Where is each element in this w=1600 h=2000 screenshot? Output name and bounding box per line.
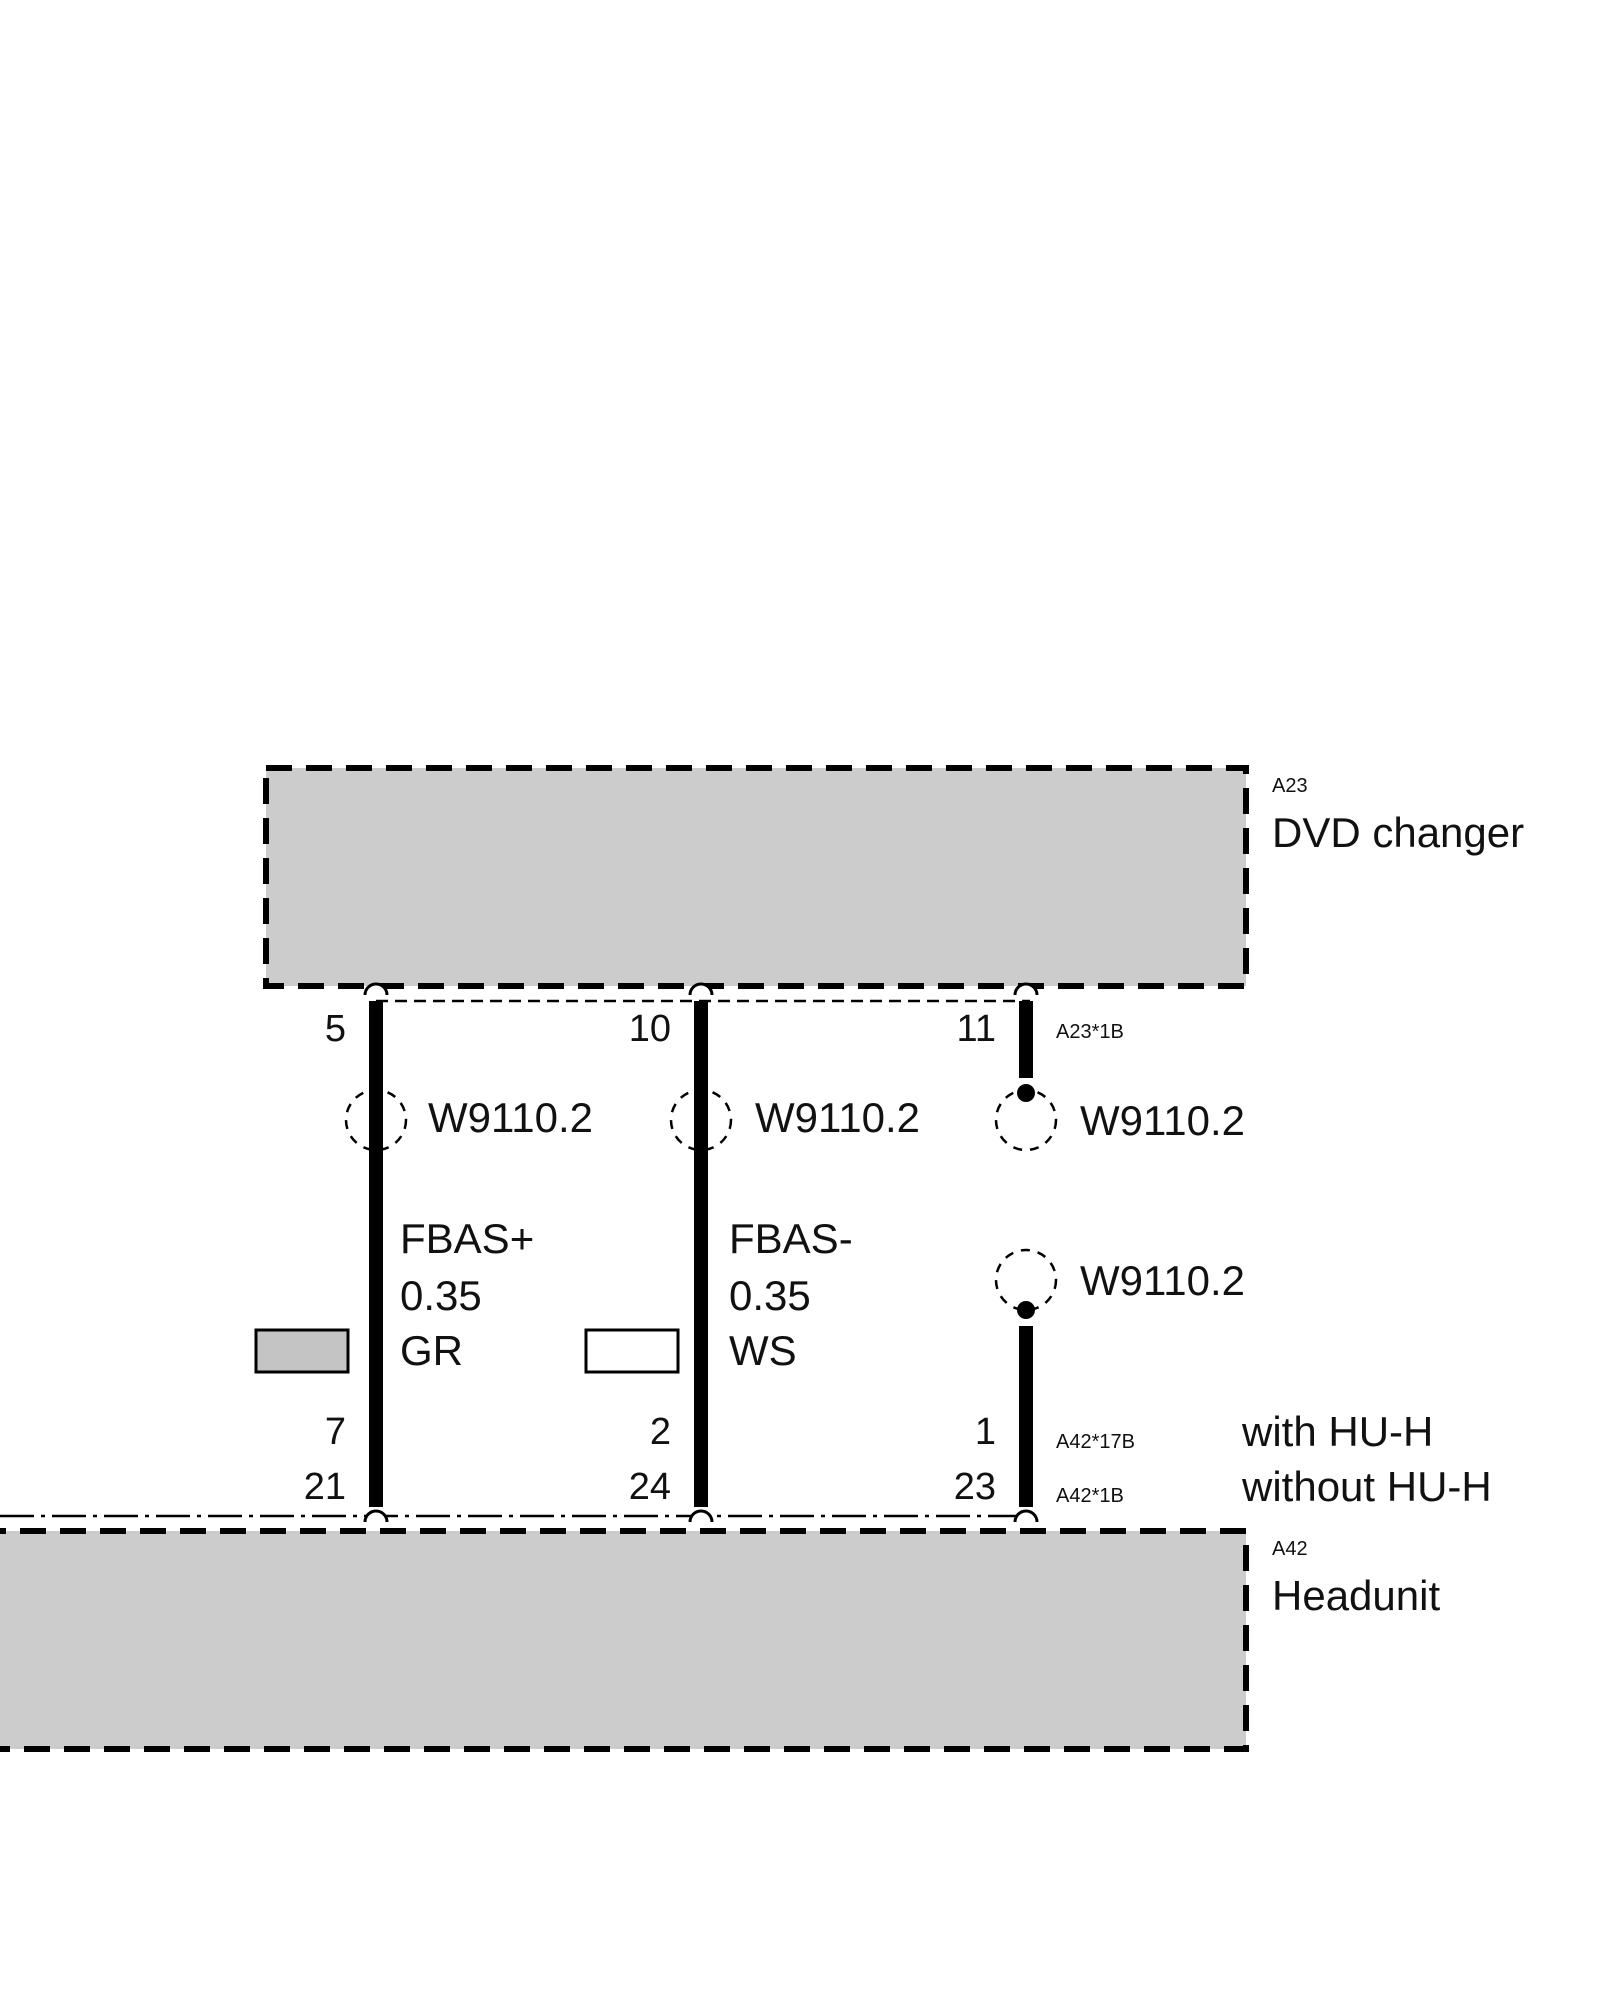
shield-circle [994, 1248, 1058, 1312]
pin-contact-bottom [363, 1509, 389, 1523]
wire-color-swatch-white [584, 1328, 680, 1374]
pin-number: 7 [325, 1411, 346, 1453]
shield-ref-label: W9110.2 [1080, 1257, 1245, 1304]
wire-gauge: 0.35 [729, 1272, 811, 1319]
shield-ref-label: W9110.2 [428, 1094, 593, 1141]
shield-circle [994, 1088, 1058, 1152]
pin-contact-top [1013, 982, 1039, 996]
headunit-box [0, 1528, 1249, 1752]
pin-number: 24 [629, 1466, 671, 1508]
signal-name: FBAS- [729, 1215, 853, 1262]
pin-contact-top [688, 982, 714, 996]
wire-color-swatch-gray [254, 1328, 350, 1374]
signal-name: FBAS+ [400, 1215, 534, 1262]
pin-contact-bottom [1013, 1509, 1039, 1523]
pin-number: 10 [629, 1008, 671, 1050]
pin-number: 1 [975, 1411, 996, 1453]
pin-contact-top [363, 982, 389, 996]
variant-with-label: with HU-H [1241, 1408, 1433, 1455]
shield-circle [669, 1088, 733, 1152]
pin-number: 2 [650, 1411, 671, 1453]
dvd-changer-ref: A23 [1272, 775, 1308, 797]
wire-gauge: 0.35 [400, 1272, 482, 1319]
dvd-changer-box [263, 765, 1249, 989]
wire-color-code: WS [729, 1327, 797, 1374]
headunit-connector-with-ref: A42*17B [1056, 1431, 1135, 1453]
pin-number: 5 [325, 1008, 346, 1050]
pin-number: 11 [957, 1008, 996, 1050]
wire-color-code: GR [400, 1327, 463, 1374]
pin-contact-bottom [688, 1509, 714, 1523]
pin-number: 23 [954, 1466, 996, 1508]
headunit-ref: A42 [1272, 1538, 1308, 1560]
dvd-changer-label: DVD changer [1272, 809, 1524, 856]
variant-without-label: without HU-H [1241, 1463, 1492, 1510]
pin-number: 21 [304, 1466, 346, 1508]
wire-end-dot [1017, 1084, 1035, 1102]
headunit-connector-without-ref: A42*1B [1056, 1485, 1124, 1507]
dvd-connector-ref: A23*1B [1056, 1021, 1124, 1043]
wire-end-dot [1017, 1301, 1035, 1319]
shield-ref-label: W9110.2 [755, 1094, 920, 1141]
shield-circle [344, 1088, 408, 1152]
shield-ref-label: W9110.2 [1080, 1097, 1245, 1144]
headunit-label: Headunit [1272, 1572, 1440, 1619]
